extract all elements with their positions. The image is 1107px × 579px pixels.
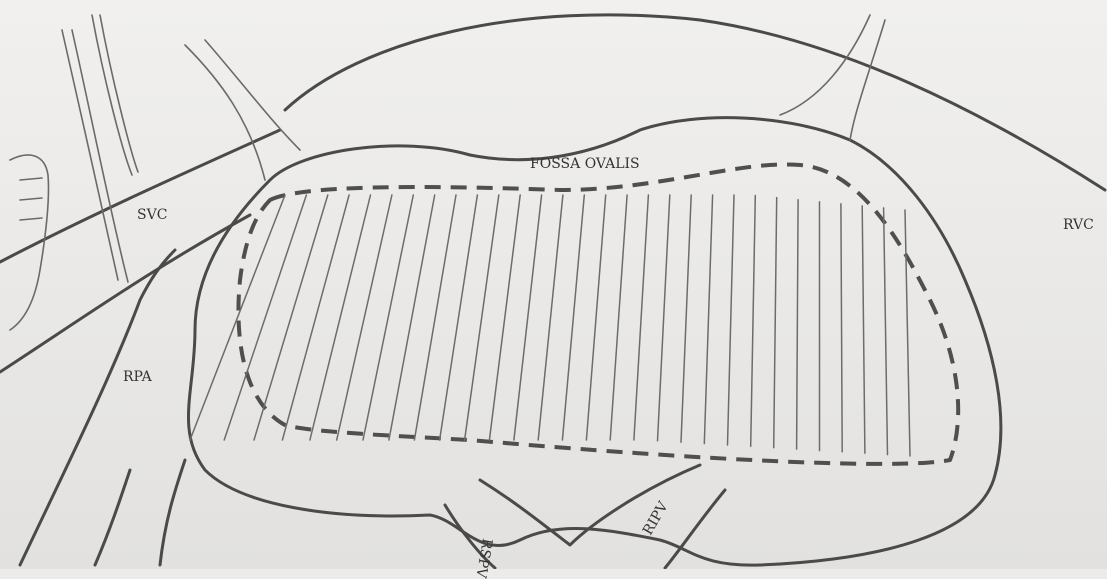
left-vessel-outer-1 bbox=[62, 30, 118, 280]
rpa-vessel bbox=[20, 250, 175, 565]
ripv-vessel bbox=[665, 490, 725, 568]
svc-lower-wall bbox=[0, 215, 250, 372]
stay-suture-right-2 bbox=[850, 20, 885, 140]
hatch-line bbox=[363, 195, 413, 440]
hatch-line bbox=[538, 195, 563, 440]
hatch-line bbox=[586, 195, 605, 440]
hatch-line bbox=[337, 195, 392, 440]
hatch-line bbox=[751, 196, 756, 447]
fossa-hatching bbox=[190, 195, 910, 456]
rvc-label: RVC bbox=[1063, 217, 1094, 233]
rpa-lower-vessel bbox=[95, 470, 130, 565]
rpa-label: RPA bbox=[123, 369, 152, 385]
stay-suture-left-2 bbox=[205, 40, 300, 150]
svc-upper-wall bbox=[0, 130, 280, 262]
left-vessel-inner-2 bbox=[100, 15, 138, 172]
hatch-line bbox=[905, 210, 910, 456]
hatch-line bbox=[728, 195, 735, 445]
appendage-outline bbox=[10, 155, 48, 330]
hatch-line bbox=[658, 195, 670, 441]
hatch-line bbox=[514, 195, 542, 440]
left-vessel-outer-2 bbox=[72, 30, 128, 282]
hatch-line bbox=[389, 195, 435, 440]
hatch-line bbox=[562, 195, 584, 440]
hatch-line bbox=[862, 206, 865, 453]
appendage-ridge-3 bbox=[20, 218, 42, 220]
hatch-line bbox=[634, 195, 649, 440]
hatch-line bbox=[282, 195, 349, 440]
hatch-line bbox=[884, 208, 888, 455]
hatch-line bbox=[774, 198, 777, 448]
hatch-line bbox=[414, 195, 456, 440]
hatch-line bbox=[704, 195, 712, 444]
stay-suture-right bbox=[780, 15, 870, 115]
svc-label: SVC bbox=[137, 207, 167, 223]
hatch-line bbox=[440, 195, 478, 440]
hatch-line bbox=[681, 195, 691, 442]
hatch-line bbox=[841, 204, 842, 452]
appendage-ridge-2 bbox=[20, 198, 42, 200]
hatch-line bbox=[610, 195, 627, 440]
hatch-line bbox=[797, 200, 799, 449]
hatch-line bbox=[310, 195, 371, 440]
appendage-ridge-1 bbox=[20, 178, 42, 180]
fossa-ovalis-boundary bbox=[238, 164, 958, 463]
hatch-line bbox=[190, 195, 285, 440]
atrium-outer-contour bbox=[285, 15, 1105, 190]
stay-suture-left bbox=[185, 45, 265, 180]
rpa-lower-vessel-2 bbox=[160, 460, 185, 565]
fossa-ovalis-label: FOSSA OVALIS bbox=[530, 156, 640, 172]
